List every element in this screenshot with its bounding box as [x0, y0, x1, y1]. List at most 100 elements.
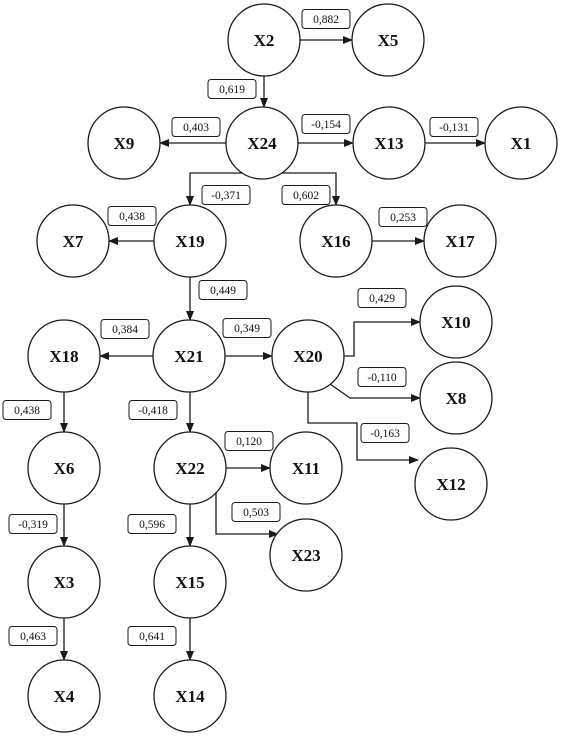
node-circle — [269, 518, 343, 592]
weight-box — [8, 514, 58, 534]
node-label: X21 — [174, 347, 203, 366]
weight-label-x19-x7: 0,438 — [107, 206, 157, 226]
node-label: X24 — [247, 134, 277, 153]
node-label: X14 — [175, 687, 205, 706]
edge-x20-x10 — [344, 318, 421, 357]
weight-label-x20-x8: -0,110 — [357, 367, 407, 387]
node-circle — [153, 204, 227, 278]
weight-label-x6-x3: -0,319 — [8, 514, 58, 534]
node-label: X22 — [175, 459, 204, 478]
node-x7: X7 — [36, 204, 110, 278]
weight-label-x24-x16: 0,602 — [281, 185, 331, 205]
edge-x20-x12 — [307, 392, 419, 464]
weight-value: 0,449 — [210, 285, 236, 297]
node-label: X19 — [175, 232, 204, 251]
node-circle — [87, 106, 161, 180]
node-label: X16 — [321, 232, 350, 251]
weight-value: 0,429 — [369, 293, 395, 305]
weight-value: 0,403 — [183, 122, 209, 134]
node-label: X5 — [378, 31, 399, 50]
weight-box — [171, 117, 221, 137]
node-x18: X18 — [27, 319, 101, 393]
node-label: X23 — [291, 546, 320, 565]
weight-box — [378, 207, 428, 227]
node-x12: X12 — [414, 447, 488, 521]
weight-box — [127, 626, 177, 646]
weight-label-x20-x10: 0,429 — [357, 288, 407, 308]
node-circle — [153, 545, 227, 619]
node-label: X20 — [293, 347, 322, 366]
node-label: X15 — [175, 573, 204, 592]
weight-value: 0,384 — [112, 324, 138, 336]
node-x19: X19 — [153, 204, 227, 278]
node-x3: X3 — [27, 545, 101, 619]
weight-box — [127, 514, 177, 534]
node-circle — [27, 431, 101, 505]
node-label: X1 — [511, 134, 532, 153]
edge-x22-x23 — [215, 493, 279, 538]
node-x10: X10 — [419, 285, 493, 359]
node-label: X17 — [445, 232, 475, 251]
weight-label-x19-x21: 0,449 — [198, 280, 248, 300]
node-x20: X20 — [271, 319, 345, 393]
node-label: X4 — [54, 687, 75, 706]
node-circle — [299, 204, 373, 278]
weight-box — [8, 626, 58, 646]
node-label: X11 — [292, 459, 320, 478]
node-x1: X1 — [484, 106, 558, 180]
weight-label-x18-x6: 0,438 — [2, 400, 52, 420]
node-label: X2 — [254, 31, 275, 50]
weight-value: -0,319 — [18, 519, 48, 531]
node-x5: X5 — [351, 3, 425, 77]
weight-label-x22-x11: 0,120 — [224, 431, 274, 451]
edges-layer — [60, 36, 486, 661]
weight-box — [198, 280, 248, 300]
weight-box — [128, 400, 178, 420]
weight-label-x3-x4: 0,463 — [8, 626, 58, 646]
weight-value: 0,438 — [119, 211, 145, 223]
weight-box — [207, 79, 257, 99]
node-circle — [227, 3, 301, 77]
node-circle — [153, 659, 227, 733]
weight-box — [301, 114, 351, 134]
weight-label-x24-x13: -0,154 — [301, 114, 351, 134]
node-label: X3 — [54, 573, 75, 592]
weight-label-x24-x9: 0,403 — [171, 117, 221, 137]
node-x15: X15 — [153, 545, 227, 619]
weight-label-x21-x18: 0,384 — [100, 319, 150, 339]
node-label: X10 — [441, 313, 470, 332]
weight-box — [100, 319, 150, 339]
weight-value: 0,438 — [14, 405, 40, 417]
node-x9: X9 — [87, 106, 161, 180]
weight-value: -0,418 — [138, 405, 168, 417]
weight-value: -0,163 — [370, 428, 400, 440]
weight-label-x20-x12: -0,163 — [360, 423, 410, 443]
node-x21: X21 — [152, 319, 226, 393]
weight-value: 0,120 — [236, 436, 262, 448]
node-circle — [352, 106, 426, 180]
weight-value: -0,371 — [211, 190, 241, 202]
weight-box — [281, 185, 331, 205]
node-x4: X4 — [27, 659, 101, 733]
node-x16: X16 — [299, 204, 373, 278]
weight-value: 0,463 — [20, 631, 46, 643]
node-x6: X6 — [27, 431, 101, 505]
edge-x24-x16 — [278, 172, 340, 206]
weight-label-x22-x15: 0,596 — [127, 514, 177, 534]
node-x2: X2 — [227, 3, 301, 77]
node-label: X7 — [63, 232, 84, 251]
node-circle — [269, 431, 343, 505]
node-label: X6 — [54, 459, 75, 478]
weight-value: 0,503 — [243, 507, 269, 519]
node-circle — [36, 204, 110, 278]
weight-box — [301, 9, 351, 29]
weight-box — [357, 367, 407, 387]
weight-label-x22-x23: 0,503 — [231, 502, 281, 522]
node-x11: X11 — [269, 431, 343, 505]
weight-label-x24-x19: -0,371 — [201, 185, 251, 205]
node-x14: X14 — [153, 659, 227, 733]
node-circle — [152, 319, 226, 393]
weight-box — [429, 117, 479, 137]
weight-box — [231, 502, 281, 522]
